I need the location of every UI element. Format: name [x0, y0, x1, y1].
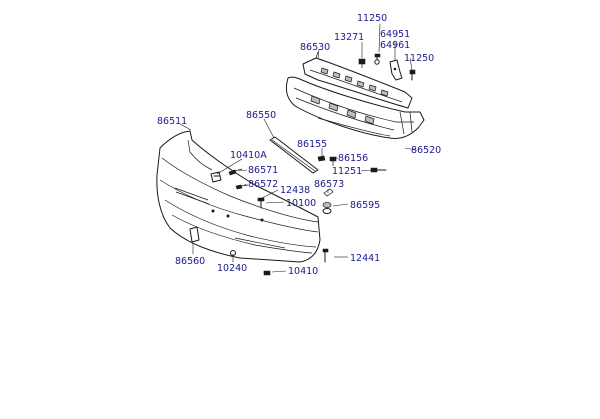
label-10100: 10100: [286, 198, 316, 209]
bolt-11251: [370, 167, 387, 173]
label-11251: 11251: [332, 166, 362, 177]
label-86572: 86572: [248, 179, 278, 190]
label-86550: 86550: [246, 110, 276, 121]
label-11250-top: 11250: [357, 13, 387, 24]
clip-10240: [230, 250, 236, 256]
bolt-11250-side: [409, 69, 416, 81]
label-64951: 64951: [380, 29, 410, 40]
bracket-64951: [389, 59, 403, 81]
label-86156: 86156: [338, 153, 368, 164]
label-86595: 86595: [350, 200, 380, 211]
clip-10410A: [210, 171, 222, 183]
label-10410A: 10410A: [230, 150, 267, 161]
bolt-86156: [329, 156, 337, 166]
clip-86573: [323, 188, 334, 197]
label-86573: 86573: [314, 179, 344, 190]
bumper-absorber: [285, 76, 425, 139]
clip-86571: [228, 168, 243, 176]
clip-10410: [263, 270, 271, 276]
nut-86155: [317, 155, 326, 162]
label-86520: 86520: [411, 145, 441, 156]
label-86530: 86530: [300, 42, 330, 53]
label-11250-side: 11250: [404, 53, 434, 64]
upper-mounting-bracket: [302, 51, 413, 109]
label-86155: 86155: [297, 139, 327, 150]
label-10410: 10410: [288, 266, 318, 277]
label-12441: 12441: [350, 253, 380, 264]
screw-12438: [257, 197, 265, 209]
label-12438: 12438: [280, 185, 310, 196]
cover-86560: [189, 226, 200, 243]
label-64961: 64961: [380, 40, 410, 51]
part-labels: 11250 13271 64951 64961 11250 86530 8655…: [157, 13, 441, 277]
bolt-11250-upper: [374, 53, 381, 65]
label-10240: 10240: [217, 263, 247, 274]
label-86511: 86511: [157, 116, 187, 127]
leader-lines: [179, 23, 417, 273]
label-86571: 86571: [248, 165, 278, 176]
label-13271: 13271: [334, 32, 364, 43]
bumper-strip: [269, 136, 319, 174]
label-86560: 86560: [175, 256, 205, 267]
screw-12441: [322, 248, 329, 263]
bolt-13271: [358, 58, 366, 68]
clip-86595: [322, 202, 332, 214]
